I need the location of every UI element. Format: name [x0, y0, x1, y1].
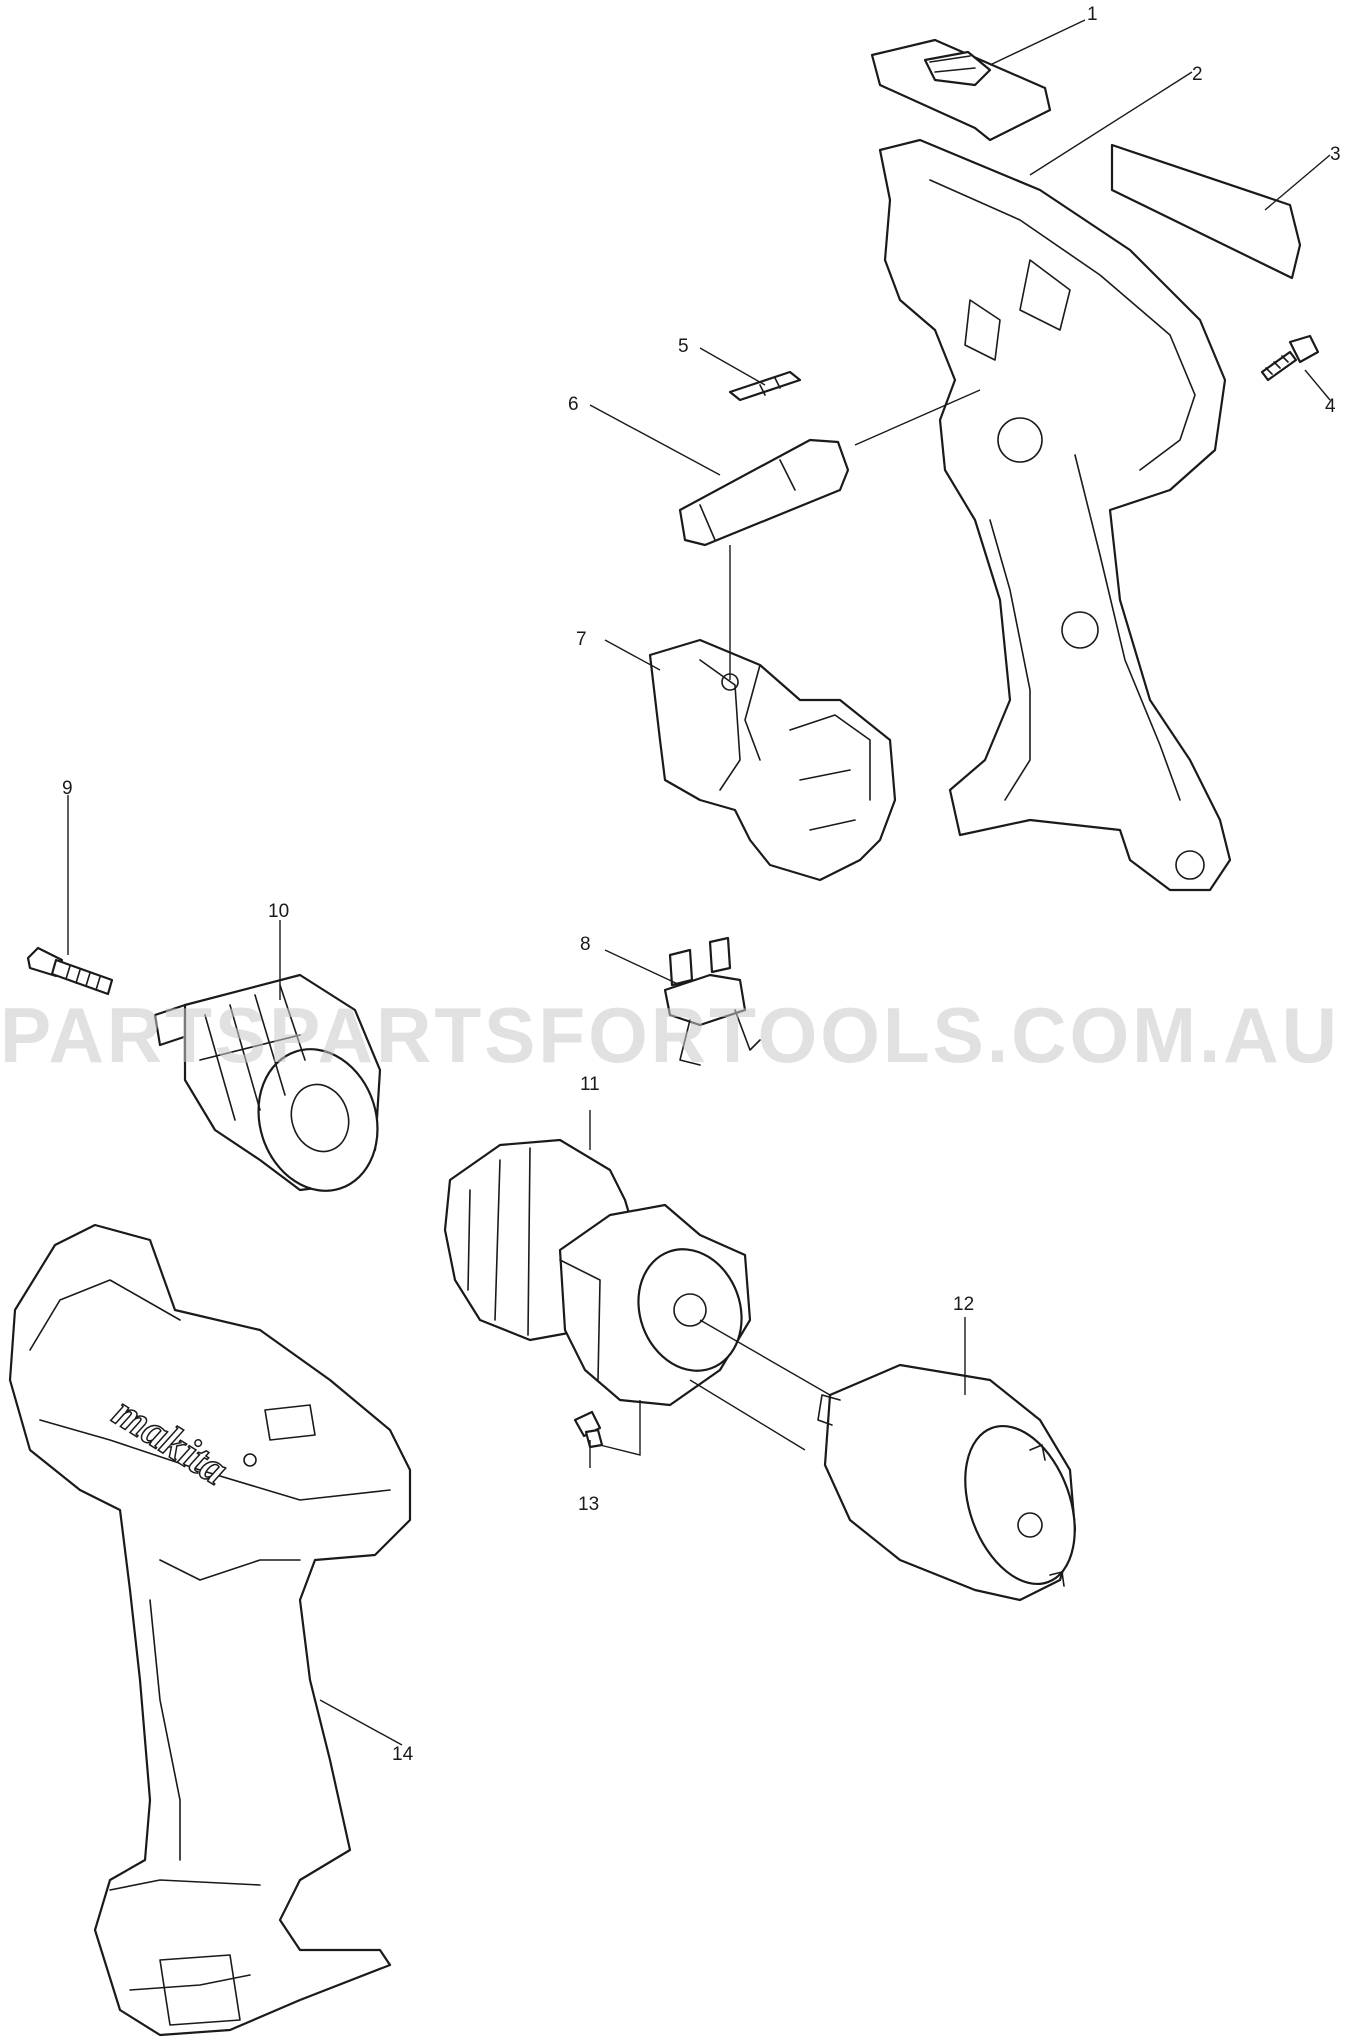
part-6-trigger-lever [678, 438, 850, 547]
part-number-1: 1 [1087, 4, 1098, 25]
part-number-10: 10 [268, 901, 289, 922]
part-12-motor [817, 1363, 1077, 1602]
part-number-2: 2 [1192, 64, 1203, 85]
part-5-spring-plate [728, 370, 802, 402]
part-14-housing-set: makita [8, 1223, 412, 2037]
part-11-gear-assembly [443, 1138, 752, 1407]
part-8-terminal [663, 936, 761, 1066]
leader-1 [989, 19, 1086, 66]
part-7-switch-assembly [648, 638, 897, 882]
part-number-13: 13 [578, 1494, 599, 1515]
leader-13 [589, 1400, 641, 1468]
part-number-3: 3 [1330, 144, 1341, 165]
leader-7 [604, 639, 661, 671]
part-number-11: 11 [580, 1074, 600, 1095]
watermark-text: PARTSPARTSFORTOOLS.COM.AU [0, 991, 1340, 1079]
leader-3 [1264, 154, 1331, 211]
part-4-screw [1260, 334, 1320, 382]
part-number-14: 14 [392, 1744, 414, 1765]
leader-11c [689, 1379, 806, 1451]
part-9-bolt [26, 946, 114, 996]
part-number-labels: 1 2 3 4 5 6 7 8 9 10 11 12 13 14 [62, 4, 1341, 1765]
part-number-8: 8 [580, 934, 591, 955]
leader-2 [1029, 71, 1193, 176]
part-2-housing-half [878, 138, 1232, 892]
leader-lines [67, 19, 1331, 1746]
leader-11b [699, 1319, 831, 1396]
part-3-label-strip [1110, 143, 1302, 280]
part-10-chuck [153, 973, 382, 1192]
part-number-5: 5 [678, 336, 689, 357]
leader-6 [589, 404, 721, 476]
leader-6b [854, 389, 981, 446]
leader-5 [699, 347, 766, 386]
leader-14 [319, 1699, 403, 1746]
part-number-4: 4 [1325, 396, 1336, 417]
leader-4 [1304, 369, 1331, 401]
leader-8 [604, 949, 681, 986]
part-number-12: 12 [953, 1294, 974, 1315]
part-number-7: 7 [576, 629, 587, 650]
part-number-9: 9 [62, 778, 73, 799]
part-1-switch-cover [870, 38, 1052, 142]
part-number-6: 6 [568, 394, 579, 415]
part-13-screw [573, 1410, 604, 1449]
